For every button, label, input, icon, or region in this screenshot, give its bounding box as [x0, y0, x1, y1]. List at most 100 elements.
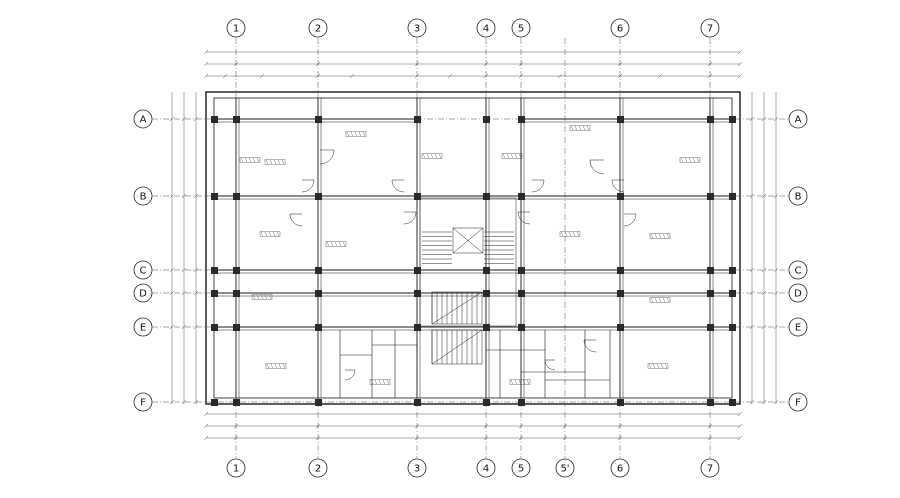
room-label-hatch [502, 153, 506, 159]
grid-bubble-left: E [133, 317, 153, 337]
room-label-hatch [426, 153, 430, 159]
dimension-tick [518, 61, 524, 67]
grid-bubble-label: 3 [414, 24, 420, 35]
room-label-hatch [650, 233, 654, 239]
room-label-hatch [240, 157, 244, 163]
grid-bubble-label: D [139, 289, 147, 300]
room-label-tag [264, 159, 286, 165]
grid-bubble-circle [511, 18, 531, 38]
dimension-tick [749, 324, 755, 330]
dimension-tick [749, 116, 755, 122]
dimension-tick [414, 423, 420, 429]
dimension-tick [483, 435, 489, 441]
room-label-tag [239, 157, 261, 163]
dimension-tick [483, 73, 489, 79]
grid-bubble-circle [133, 283, 153, 303]
room-label-hatch [378, 379, 382, 385]
room-label-hatch [270, 363, 274, 369]
dimension-tick [562, 435, 568, 441]
room-label-hatch [264, 231, 268, 237]
door-swing [344, 369, 356, 381]
room-label-hatch [684, 157, 688, 163]
grid-bubble-circle [610, 18, 630, 38]
room-label-tag [421, 153, 443, 159]
room-label-hatch [568, 231, 572, 237]
room-label-hatch [264, 294, 268, 300]
structural-column [233, 324, 240, 331]
dimension-tick [169, 193, 175, 199]
door-swing [583, 339, 597, 353]
room-label-hatch [350, 131, 354, 137]
grid-bubble-bottom: 6 [610, 458, 630, 478]
grid-bubble-circle [788, 186, 808, 206]
grid-bubble-circle [407, 18, 427, 38]
door-swing [319, 149, 335, 165]
dimension-tick [737, 49, 743, 55]
room-label-hatch [522, 379, 526, 385]
grid-bubble-bottom: 5' [555, 458, 575, 478]
dimension-tick [233, 423, 239, 429]
door-swings [289, 149, 637, 381]
grid-bubble-label: 2 [315, 464, 321, 475]
grid-bubble-label: C [140, 266, 147, 277]
room-label-hatch [654, 233, 658, 239]
dimension-tick [233, 435, 239, 441]
room-label-hatch [342, 241, 346, 247]
room-label-hatch [248, 157, 252, 163]
walls [205, 91, 741, 405]
grid-bubble-top: 2 [308, 18, 328, 38]
room-label-hatch [438, 153, 442, 159]
dimension-tick [181, 290, 187, 296]
grid-bubble-label: A [140, 115, 147, 126]
grid-bubble-label: D [794, 289, 802, 300]
dimension-tick [169, 399, 175, 405]
grid-bubble-label: B [140, 192, 147, 203]
room-label-hatch [362, 131, 366, 137]
grid-bubble-circle [788, 317, 808, 337]
grid-bubble-top: 6 [610, 18, 630, 38]
room-label-hatch [514, 379, 518, 385]
dimension-tick [414, 73, 420, 79]
grid-bubble-circle [226, 18, 246, 38]
grid-bubble-top: 1 [226, 18, 246, 38]
dimension-tick [414, 61, 420, 67]
room-label-hatch [662, 233, 666, 239]
room-label-hatch [664, 363, 668, 369]
dimension-tick [749, 193, 755, 199]
dimension-tick [617, 73, 623, 79]
dimension-tick [315, 435, 321, 441]
structural-column [518, 324, 525, 331]
room-label-hatch [244, 157, 248, 163]
grid-bubble-label: 1 [233, 464, 239, 475]
dimension-tick [181, 193, 187, 199]
dimension-tick [761, 399, 767, 405]
structural-column [617, 399, 624, 406]
dimension-tick [193, 193, 199, 199]
room-label-hatch [274, 363, 278, 369]
room-label-hatch [434, 153, 438, 159]
structural-column [414, 324, 421, 331]
room-label-hatch [266, 363, 270, 369]
room-label-hatch [282, 363, 286, 369]
dimension-tick [617, 423, 623, 429]
structural-column [707, 193, 714, 200]
structural-column [617, 267, 624, 274]
dimension-tick [562, 423, 568, 429]
dimension-tick [483, 61, 489, 67]
grid-bubble-bottom: 3 [407, 458, 427, 478]
dimension-tick [707, 61, 713, 67]
grid-bubble-bottom: 4 [476, 458, 496, 478]
structural-column [707, 290, 714, 297]
grid-bubble-right: A [788, 109, 808, 129]
grid-bubble-right: D [788, 283, 808, 303]
dimension-tick [773, 399, 779, 405]
room-label-hatch [430, 153, 434, 159]
structural-column [483, 290, 490, 297]
dimension-tick [193, 267, 199, 273]
structural-column [617, 290, 624, 297]
structural-column [518, 193, 525, 200]
grid-lines [152, 38, 788, 458]
grid-bubble-circle [407, 458, 427, 478]
grid-bubble-right: B [788, 186, 808, 206]
